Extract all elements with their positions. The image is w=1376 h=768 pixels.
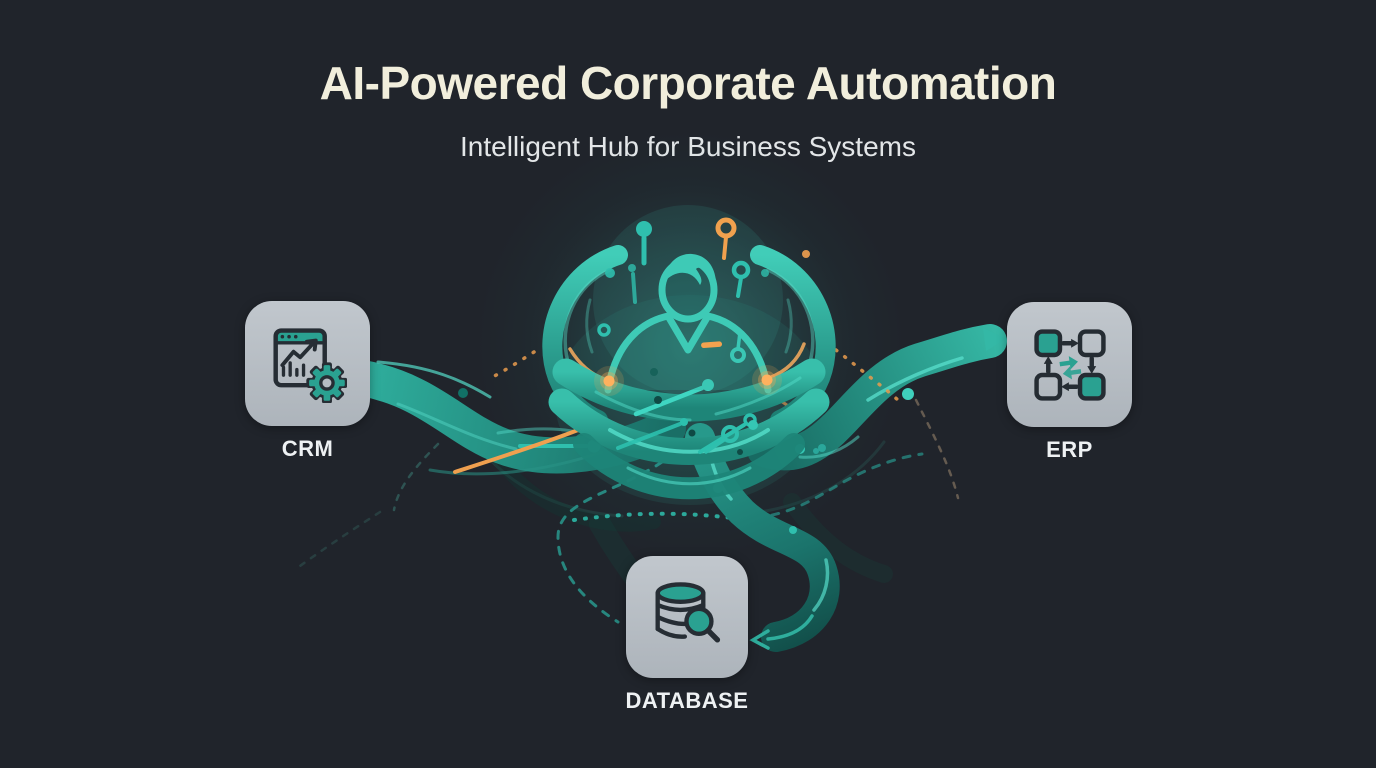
node-crm: CRM — [245, 301, 370, 461]
node-erp: ERP — [1007, 302, 1132, 462]
arrowhead-to-erp — [983, 328, 1006, 351]
crm-tile — [245, 301, 370, 426]
crm-label: CRM — [281, 436, 334, 461]
orange-glow-nodes — [594, 365, 782, 396]
erp-process-flow-icon — [1033, 328, 1106, 401]
trend-arrowhead — [304, 338, 318, 351]
gear-icon — [305, 361, 347, 403]
erp-label: ERP — [1046, 437, 1093, 462]
chest-dash — [701, 341, 723, 349]
crm-analytics-gear-icon — [272, 327, 347, 403]
database-search-icon — [655, 582, 721, 643]
hub-circuit-traces — [597, 323, 819, 455]
erp-tile — [1007, 302, 1132, 427]
node-database: DATABASE — [626, 556, 748, 713]
hub-circuit-pins — [605, 217, 769, 304]
database-label: DATABASE — [625, 688, 749, 713]
ribbon-hub-to-erp — [747, 324, 1007, 471]
dashed-curves — [298, 398, 960, 624]
ai-person-hub-icon — [604, 253, 772, 394]
hub-knot-bands — [548, 358, 830, 500]
hair-shape — [663, 253, 716, 285]
arrowhead-to-database — [749, 629, 770, 650]
sync-arrows-glyph — [1058, 355, 1081, 379]
magnifier-handle — [705, 627, 721, 643]
database-tile — [626, 556, 748, 678]
page-title: AI-Powered Corporate Automation — [319, 57, 1057, 109]
